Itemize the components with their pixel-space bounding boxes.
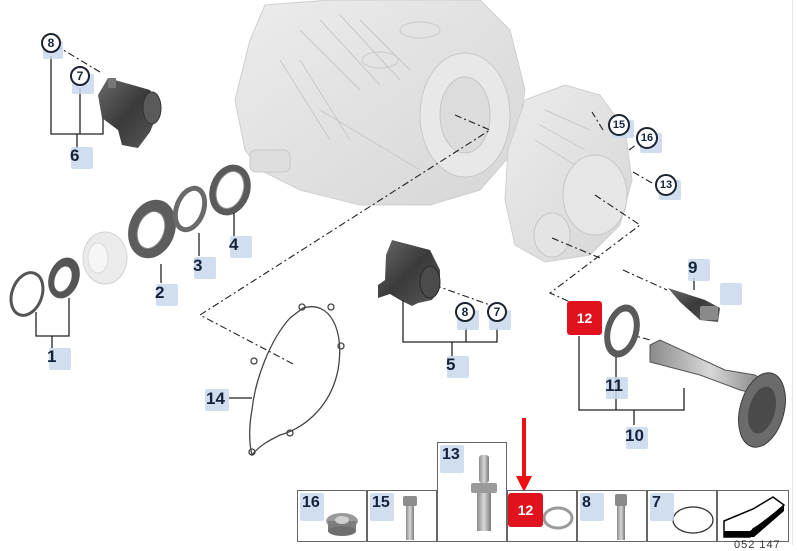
legend-cell-7[interactable]: 7 xyxy=(647,490,717,542)
socket-screw-icon xyxy=(615,494,627,540)
callout-3[interactable]: 3 xyxy=(193,256,216,279)
seal-part-1 xyxy=(48,257,80,299)
shaft-seal-part-4 xyxy=(209,164,251,216)
front-housing xyxy=(504,84,633,263)
legend-cell-15[interactable]: 15 xyxy=(367,490,437,542)
hex-bolt-icon xyxy=(403,496,417,540)
frame-border xyxy=(792,0,793,545)
screw-plug-icon xyxy=(326,513,358,536)
guide-sleeve xyxy=(82,231,128,285)
legend-cell-16[interactable]: 16 xyxy=(297,490,367,542)
callout-2[interactable]: 2 xyxy=(155,283,178,306)
callout-11[interactable]: 11 xyxy=(605,376,628,399)
sensor-part-9 xyxy=(668,288,720,322)
highlight-arrow xyxy=(516,418,532,492)
legend-cell-13[interactable]: 13 xyxy=(437,442,507,542)
callout-12-highlighted[interactable]: 12 xyxy=(567,301,602,335)
gasket-part-14 xyxy=(248,303,345,457)
o-ring-part-1 xyxy=(9,271,45,317)
callout-14[interactable]: 14 xyxy=(205,389,229,411)
catalog-number: 052 147 xyxy=(734,539,781,551)
transfer-case-housing xyxy=(234,0,526,206)
legend-12-highlighted: 12 xyxy=(508,493,543,527)
bracket-lines xyxy=(35,56,695,425)
leader-lines xyxy=(59,47,668,366)
sealing-ring-icon xyxy=(542,506,574,530)
callout-1[interactable]: 1 xyxy=(47,347,71,370)
actuator-motor-part-5 xyxy=(378,240,441,306)
shaft-seal-part-2 xyxy=(128,199,176,259)
empty-callout-box xyxy=(720,283,742,305)
flange-shaft-part-10 xyxy=(649,339,786,448)
callout-5[interactable]: 5 xyxy=(446,355,469,378)
ring-part-3 xyxy=(172,185,208,233)
legend-cell-arrow[interactable] xyxy=(717,490,789,542)
direction-arrow-icon xyxy=(723,496,786,538)
stud-bolt-icon xyxy=(471,455,497,531)
callout-10[interactable]: 10 xyxy=(625,426,648,449)
legend-cell-12[interactable]: 12 xyxy=(507,490,577,542)
shaft-seal-part-11 xyxy=(604,304,640,358)
callout-9[interactable]: 9 xyxy=(688,258,710,281)
callout-4[interactable]: 4 xyxy=(229,235,252,258)
callout-6[interactable]: 6 xyxy=(70,146,93,169)
actuator-part-6 xyxy=(98,78,162,148)
legend-cell-8[interactable]: 8 xyxy=(577,490,647,542)
